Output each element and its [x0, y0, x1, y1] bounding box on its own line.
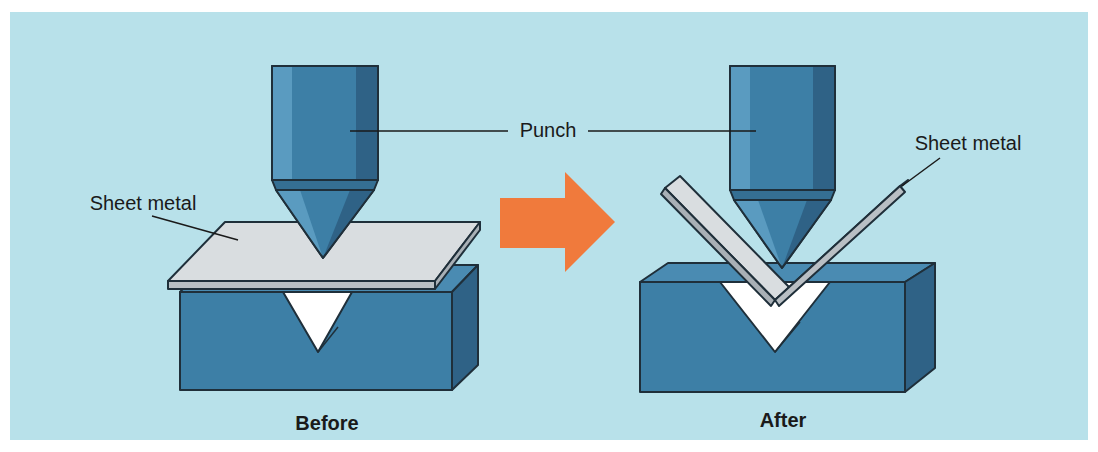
part-label: Sheet metal — [90, 191, 197, 215]
leader-line — [152, 216, 238, 240]
leader-line — [350, 130, 508, 132]
die-block — [640, 263, 935, 392]
part-label: Punch — [520, 118, 577, 142]
leader-line — [588, 130, 756, 132]
punch-tool — [272, 66, 378, 258]
sheet-metal-bent — [661, 176, 908, 306]
punch-tool — [730, 66, 835, 268]
panel-caption: After — [760, 408, 807, 432]
background-panel — [10, 12, 1088, 440]
process-arrow — [500, 172, 615, 272]
leader-line — [902, 158, 940, 186]
part-label: Sheet metal — [915, 131, 1022, 155]
panel-caption: Before — [295, 411, 358, 435]
